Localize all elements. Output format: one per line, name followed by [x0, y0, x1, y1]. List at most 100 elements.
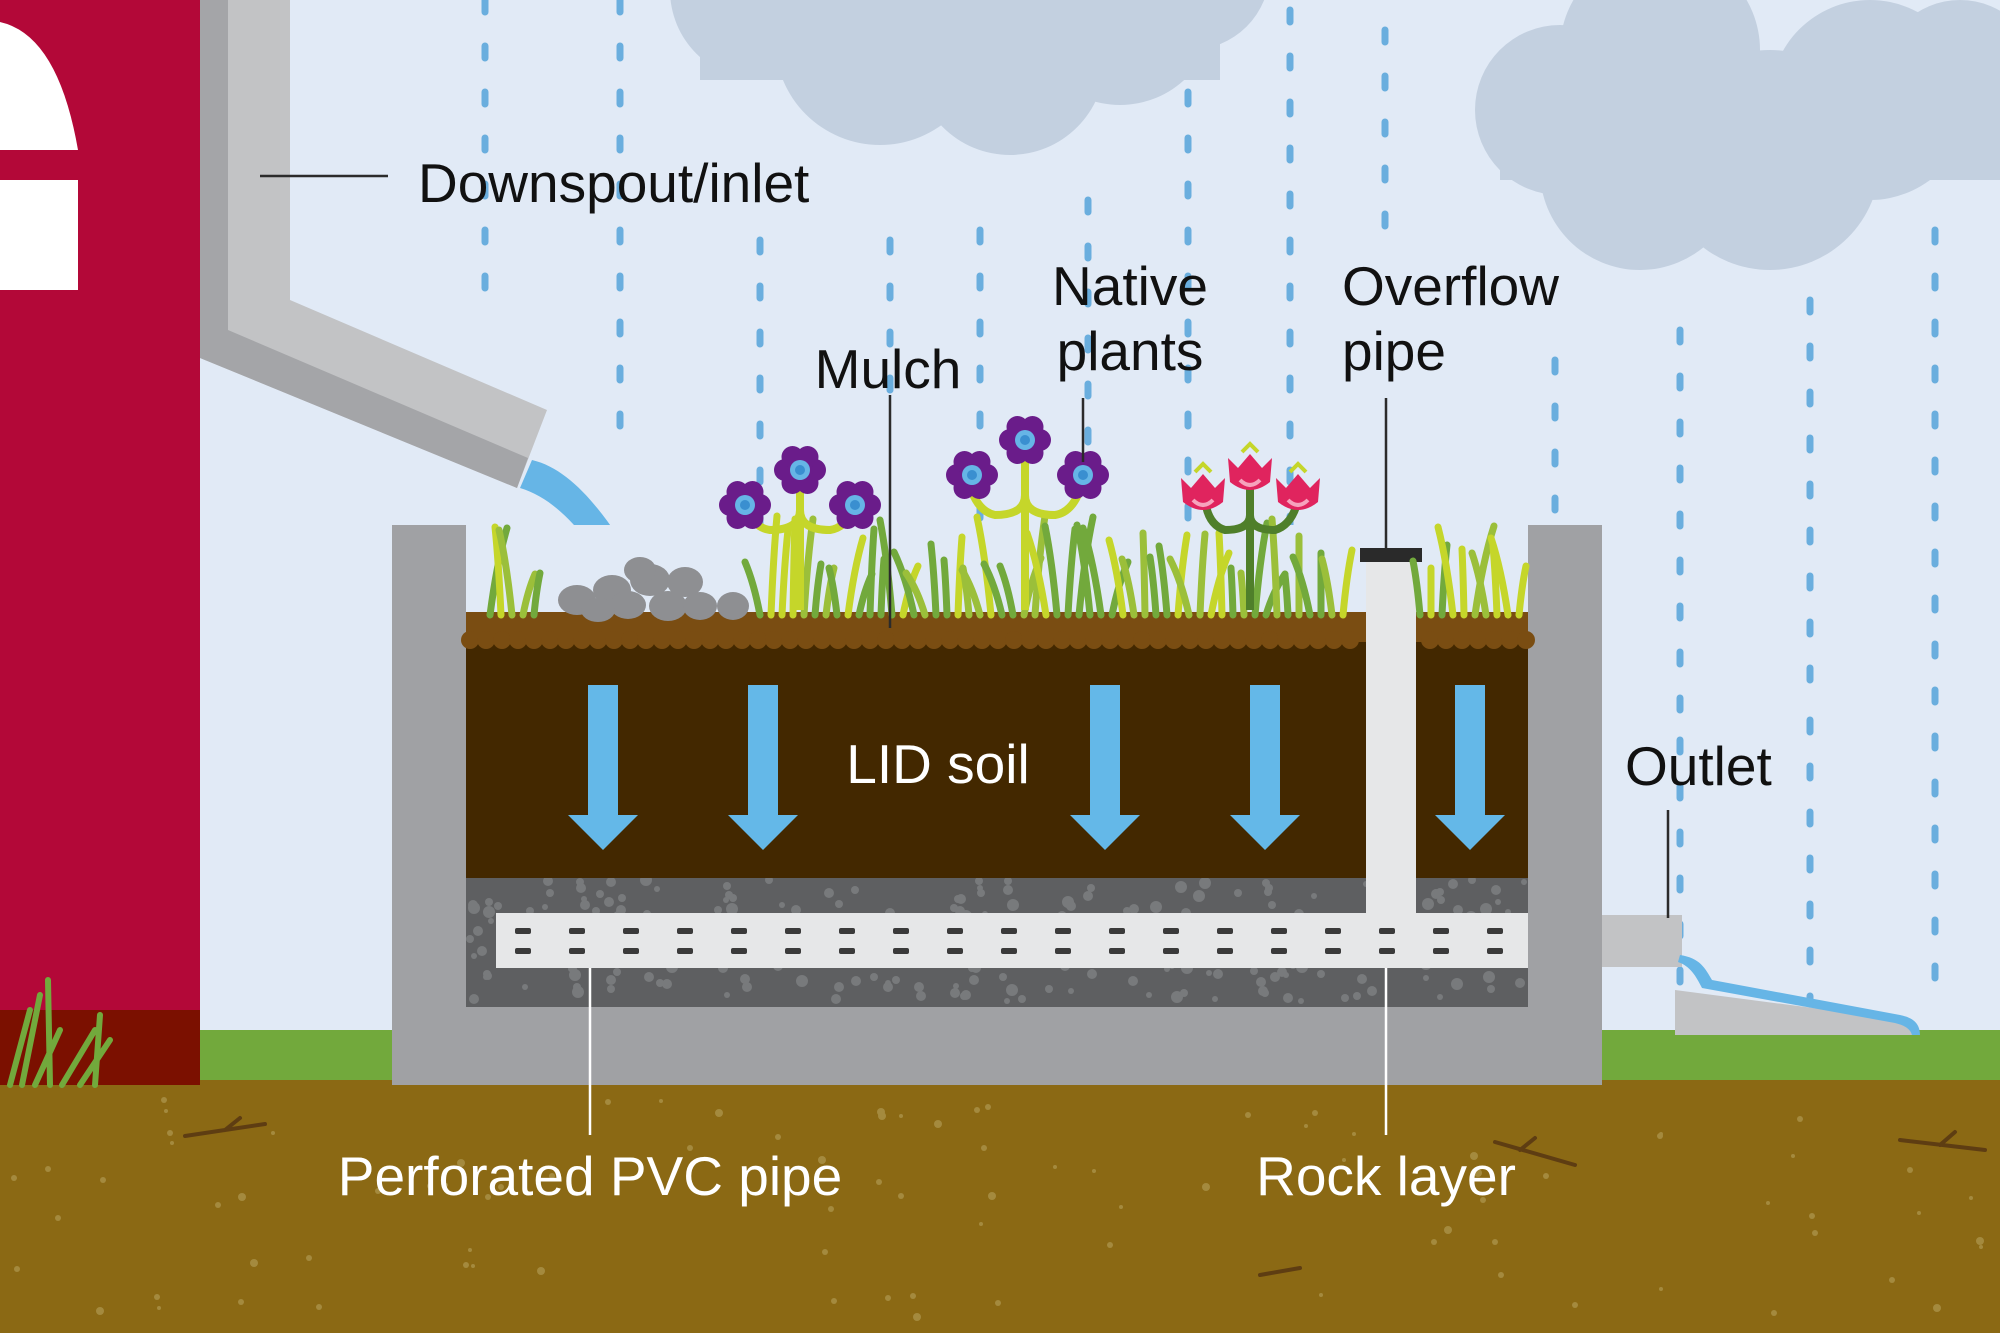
- rock-pebble: [1004, 998, 1010, 1004]
- ground-speck: [1979, 1245, 1983, 1249]
- rock-pebble: [1193, 890, 1205, 902]
- pink-tulip-group: [1181, 441, 1320, 610]
- mulch-bump: [1517, 631, 1535, 649]
- mulch-bump: [1309, 631, 1327, 649]
- mulch-bump: [1277, 631, 1295, 649]
- ground-speck: [988, 1192, 996, 1200]
- outlet-pipe: [1602, 915, 1682, 967]
- mulch-bump: [557, 631, 575, 649]
- rock-pebble: [606, 975, 616, 985]
- ground-twigs: [183, 1116, 1987, 1277]
- ground-speck: [1976, 1237, 1984, 1245]
- lid-soil-layer: [466, 630, 1528, 878]
- ground-speck: [1092, 1169, 1096, 1173]
- rock-pebble: [1206, 970, 1212, 976]
- rock-pebble: [916, 991, 926, 1001]
- rock-pebble: [831, 994, 841, 1004]
- mulch-bump: [1213, 631, 1231, 649]
- mulch-bump: [509, 631, 527, 649]
- rock-pebble: [1213, 969, 1223, 979]
- ground-speck: [1809, 1213, 1815, 1219]
- ground-speck: [885, 1295, 891, 1301]
- ground-speck: [1907, 1167, 1913, 1173]
- rock-pebble: [1087, 884, 1095, 892]
- rock-pebble: [1341, 994, 1349, 1002]
- ground-speck: [605, 1099, 611, 1105]
- grass-blade: [767, 512, 781, 619]
- mulch-bump: [1421, 631, 1439, 649]
- ground-speck: [161, 1097, 167, 1103]
- mulch-bump: [1469, 631, 1487, 649]
- rock-pebble: [569, 969, 581, 981]
- rock-pebble: [477, 946, 487, 956]
- mulch-bump: [1453, 631, 1471, 649]
- rock-pebble: [1270, 972, 1280, 982]
- rock-pebble: [1018, 995, 1026, 1003]
- perforation: [515, 928, 531, 934]
- rock-pebble: [522, 984, 528, 990]
- ground-speck: [45, 1166, 51, 1172]
- infiltration-arrow: [1435, 685, 1505, 850]
- mulch-bump: [1005, 631, 1023, 649]
- mulch-bump: [1149, 631, 1167, 649]
- rock-pebble: [870, 973, 878, 981]
- mulch-bump: [1485, 631, 1503, 649]
- grass-blade: [1073, 521, 1094, 619]
- pink-tulip: [1276, 461, 1320, 510]
- ground-speck: [985, 1104, 991, 1110]
- ground: [0, 1080, 2000, 1333]
- ground-speck: [170, 1141, 174, 1145]
- grass-blade: [1118, 555, 1138, 619]
- ground-speck: [818, 1156, 826, 1164]
- perforation: [677, 948, 693, 954]
- label-rock-layer: Rock layer: [1256, 1145, 1516, 1207]
- rock-pebble: [606, 877, 616, 887]
- rock-pebble: [1004, 877, 1012, 885]
- rock-pebble: [1491, 885, 1501, 895]
- mulch-bump: [1197, 631, 1215, 649]
- ground-speck: [981, 1145, 987, 1151]
- rock-pebble: [883, 982, 893, 992]
- mulch-bump: [493, 631, 511, 649]
- ground-speck: [715, 1109, 723, 1117]
- ground-speck: [1657, 1133, 1663, 1139]
- rock-pebble: [468, 902, 480, 914]
- ground-speck: [687, 1145, 693, 1151]
- grass-blade: [778, 526, 792, 619]
- rock-pebble: [488, 918, 494, 924]
- ground-speck: [457, 1159, 465, 1167]
- rock-pebble: [618, 894, 626, 902]
- mulch-bump: [989, 631, 1007, 649]
- mulch-bump: [605, 631, 623, 649]
- rock-pebble: [960, 992, 968, 1000]
- ground-speck: [154, 1294, 160, 1300]
- mulch-bump: [765, 631, 783, 649]
- grass-blade: [890, 548, 918, 619]
- rock-pebble: [1087, 969, 1097, 979]
- rock-pebble: [1199, 877, 1211, 889]
- mulch-bump: [1085, 631, 1103, 649]
- grass-tuft-building: [7, 977, 113, 1088]
- ground-speck: [1342, 1158, 1346, 1162]
- ground-speck: [215, 1202, 221, 1208]
- rock-pebble: [835, 900, 843, 908]
- ground-speck: [1543, 1173, 1549, 1179]
- outlet-splash-pad: [1675, 990, 1920, 1035]
- rock-pebble: [740, 974, 750, 984]
- mulch-bump: [733, 631, 751, 649]
- infiltration-arrow: [568, 685, 638, 850]
- grass-blade: [1064, 525, 1079, 619]
- ground-speck: [375, 1188, 381, 1194]
- mulch-bump: [1229, 631, 1247, 649]
- perforated-pvc-pipe: [496, 913, 1528, 968]
- grass-blade: [1079, 524, 1105, 619]
- perforation: [947, 928, 963, 934]
- grass-blade: [996, 562, 1017, 619]
- rock-pebble: [1171, 991, 1183, 1003]
- label-downspout-inlet: Downspout/inlet: [418, 152, 809, 214]
- rock-pebble: [471, 953, 477, 959]
- ground-speck: [876, 1179, 882, 1185]
- grass-blade: [1227, 564, 1237, 619]
- rock-pebble: [485, 898, 493, 906]
- ground-speck: [485, 1194, 491, 1200]
